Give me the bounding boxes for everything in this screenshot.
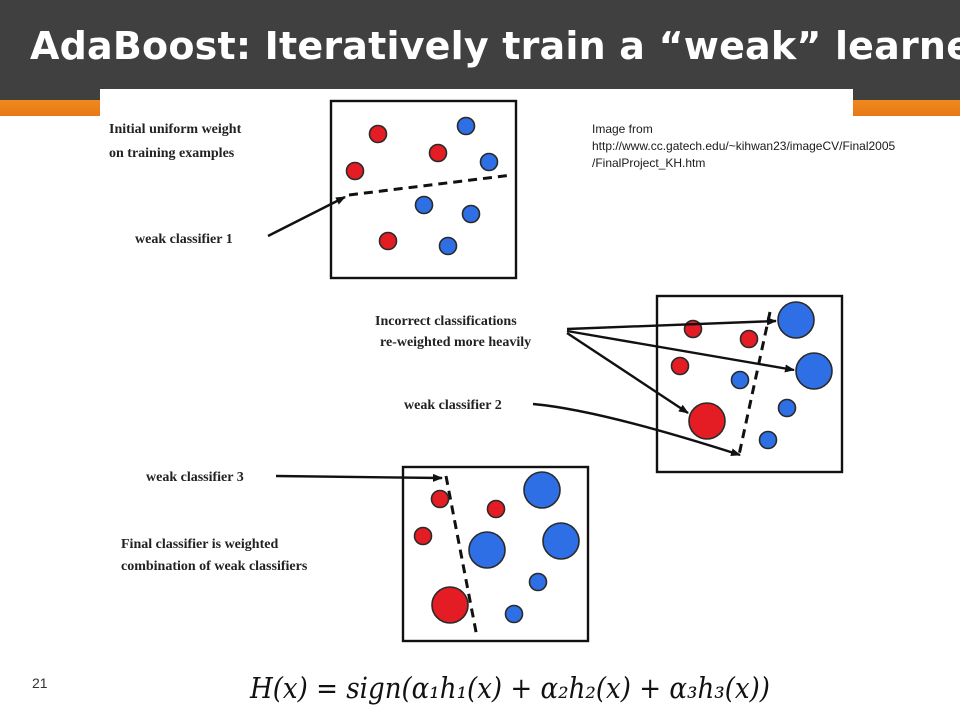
positive-example	[479, 152, 499, 172]
weak-classifier-3-arrow	[275, 473, 443, 482]
slide-number: 21	[32, 675, 48, 691]
positive-example	[456, 116, 476, 136]
positive-example	[438, 236, 458, 256]
negative-example	[345, 161, 365, 181]
negative-example	[368, 124, 388, 144]
negative-example	[428, 143, 448, 163]
weak-classifier-1-boundary	[348, 173, 513, 197]
positive-example-reweighted	[795, 352, 833, 390]
positive-example	[414, 195, 434, 215]
reweight-arrow	[566, 331, 689, 415]
weak-classifier-1-label: weak classifier 1	[135, 232, 233, 247]
negative-example	[739, 329, 759, 349]
weak-classifier-2-boundary	[737, 311, 772, 456]
positive-example	[461, 204, 481, 224]
positive-example	[730, 370, 750, 390]
round-1-box	[329, 99, 518, 280]
negative-example	[486, 499, 506, 519]
slide-title: AdaBoost: Iteratively train a “weak” lea…	[30, 24, 960, 68]
negative-example	[430, 489, 450, 509]
negative-example	[378, 231, 398, 251]
negative-example-reweighted	[688, 402, 726, 440]
positive-example	[758, 430, 778, 450]
initial-weight-label-line1: Initial uniform weight	[109, 122, 242, 137]
weak-classifier-3-boundary	[444, 475, 479, 638]
weak-classifier-1-arrow	[267, 195, 346, 238]
final-classifier-label-line2: combination of weak classifiers	[121, 559, 308, 574]
negative-example	[670, 356, 690, 376]
incorrect-classifications-label-line1: Incorrect classifications	[375, 314, 517, 329]
positive-example	[528, 572, 548, 592]
initial-weight-label-line2: on training examples	[109, 146, 235, 161]
positive-example-reweighted	[468, 531, 506, 569]
weak-classifier-2-label: weak classifier 2	[404, 398, 502, 413]
final-classifier-formula: H(x) = sign(α₁h₁(x) + α₂h₂(x) + α₃h₃(x))	[249, 671, 770, 705]
positive-example	[777, 398, 797, 418]
incorrect-classifications-label-line2: re-weighted more heavily	[380, 335, 531, 350]
reweight-arrow	[566, 317, 777, 331]
positive-example-reweighted	[777, 301, 815, 339]
weak-classifier-2-arrow	[532, 402, 741, 457]
reweight-arrow	[566, 329, 795, 373]
final-classifier-label-line1: Final classifier is weighted	[121, 537, 278, 552]
image-credit-line1: Image from	[592, 122, 653, 136]
positive-example-reweighted	[542, 522, 580, 560]
image-credit-url-line2: /FinalProject_KH.htm	[592, 156, 706, 170]
negative-example-reweighted	[431, 586, 469, 624]
title-bar	[0, 0, 960, 100]
image-credit: Image from http://www.cc.gatech.edu/~kih…	[592, 121, 895, 172]
positive-example	[504, 604, 524, 624]
positive-example-reweighted	[523, 471, 561, 509]
image-credit-url-line1: http://www.cc.gatech.edu/~kihwan23/image…	[592, 139, 896, 153]
weak-classifier-3-label: weak classifier 3	[146, 470, 244, 485]
negative-example	[413, 526, 433, 546]
